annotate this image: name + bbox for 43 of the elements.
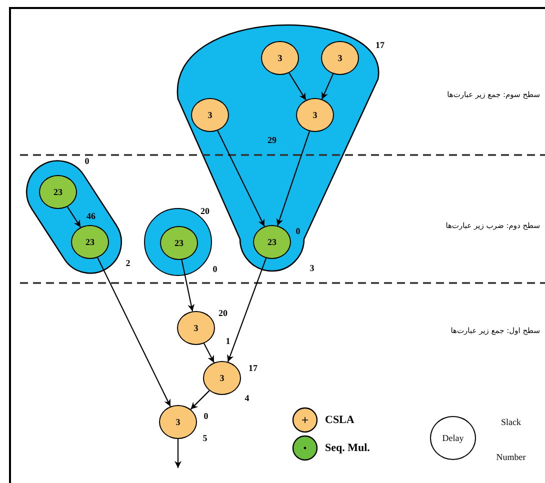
arrow	[97, 257, 171, 407]
arrow	[321, 74, 334, 100]
node-label: 3	[176, 417, 180, 427]
node-label: 23	[54, 187, 62, 197]
node-annotation: Number	[496, 452, 526, 462]
node-label: 3	[338, 53, 342, 63]
node-label: 23	[174, 238, 184, 248]
arrow	[66, 206, 82, 228]
node-annotation: 0	[204, 411, 208, 421]
arrow	[276, 131, 310, 226]
operation-circle	[160, 226, 198, 260]
node-label: 23	[268, 237, 276, 247]
arrow	[217, 130, 265, 227]
node-annotation: 2	[126, 258, 130, 268]
node-annotation: 20	[218, 308, 228, 318]
legend-label: CSLA	[325, 413, 354, 427]
legend-label: Seq. Mul.	[325, 441, 370, 455]
node-annotation: 1	[226, 336, 230, 346]
node-annotation: 5	[202, 433, 208, 443]
node-label: 23	[86, 237, 94, 247]
node-label: 3	[220, 373, 224, 383]
node-annotation: 4	[244, 393, 250, 403]
node-annotation: 20	[200, 206, 210, 216]
arrow	[288, 72, 306, 100]
node-annotation: 46	[86, 211, 96, 221]
node-annotation: 0	[84, 156, 90, 166]
node-label: 3	[208, 110, 212, 120]
arrow	[227, 258, 267, 362]
node-annotation: 29	[268, 135, 276, 145]
node-label: 3	[194, 323, 198, 333]
arrow	[174, 439, 182, 468]
node-annotation: 17	[248, 363, 258, 373]
node-annotation: 0	[212, 264, 218, 274]
node-label: 3	[312, 110, 318, 120]
arrow	[204, 343, 214, 363]
arrow	[190, 390, 210, 410]
node-annotation: 0	[296, 226, 300, 236]
node-annotation: Slack	[501, 417, 521, 427]
node-annotation: 17	[376, 40, 384, 50]
node-annotation: 3	[310, 263, 314, 273]
arrow	[180, 258, 194, 312]
node-label: 3	[278, 53, 282, 63]
node-label: Delay	[442, 433, 464, 443]
